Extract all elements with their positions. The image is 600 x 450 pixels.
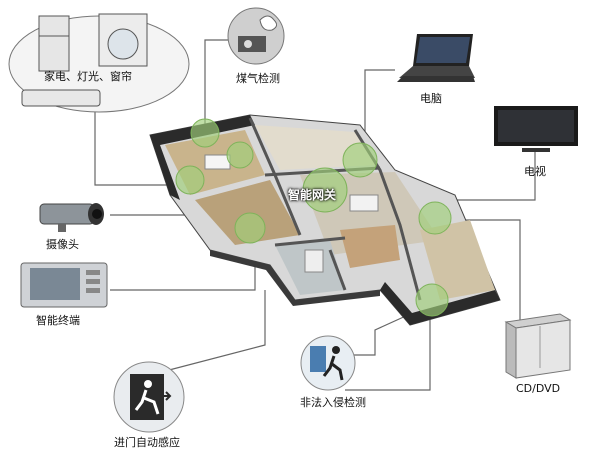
intrusion-detector-icon [298,334,358,392]
appliances-icon [4,4,194,116]
gateway-label: 智能网关 [288,188,337,202]
dvd-player-icon [500,312,575,382]
terminal-label: 智能终端 [36,314,80,327]
gas-detector-icon [226,6,286,66]
door-sensor-icon [110,360,188,434]
tv-label: 电视 [524,165,546,178]
camera-label: 摄像头 [46,238,79,251]
dvd-label: CD/DVD [516,382,561,395]
camera-icon [34,198,112,234]
appliances-label: 家电、灯光、窗帘 [44,70,132,83]
computer-label: 电脑 [420,92,442,105]
intrusion-label: 非法入侵检测 [300,396,366,409]
door-label: 进门自动感应 [114,436,180,449]
laptop-icon [395,32,477,87]
smart-terminal-icon [20,262,108,308]
gas-label: 煤气检测 [236,72,280,85]
tv-icon [492,104,582,156]
